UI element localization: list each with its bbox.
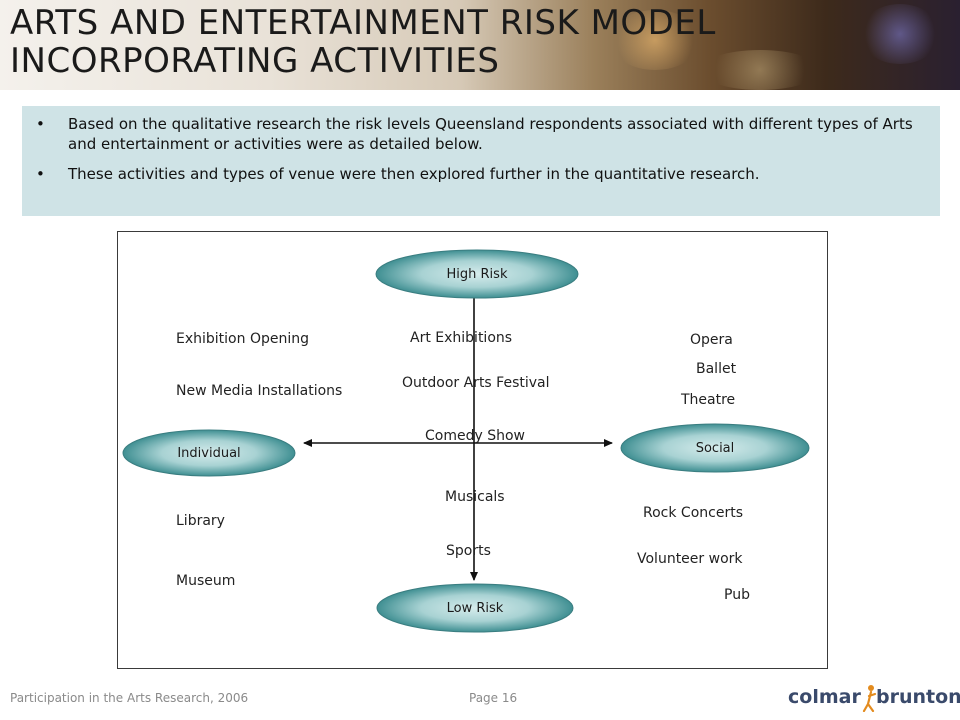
activity-ballet: Ballet xyxy=(696,361,737,377)
title-line-1: ARTS AND ENTERTAINMENT RISK MODEL xyxy=(10,3,716,43)
bullet-text: These activities and types of venue were… xyxy=(68,165,760,183)
banner-light xyxy=(700,50,820,90)
bullet-dot-icon: • xyxy=(36,115,45,133)
bullet-text: Based on the qualitative research the ri… xyxy=(68,115,913,153)
activity-theatre: Theatre xyxy=(681,392,736,408)
activity-sports: Sports xyxy=(446,543,491,559)
high-risk-node xyxy=(375,249,579,299)
logo-word-right: brunton xyxy=(876,686,960,708)
diagram-graphics xyxy=(122,249,810,633)
banner-light xyxy=(610,10,700,70)
low-risk-label: Low Risk xyxy=(446,601,504,616)
bullet-dot-icon: • xyxy=(36,165,45,183)
bullet-item: • These activities and types of venue we… xyxy=(36,164,922,184)
activity-library: Library xyxy=(176,513,225,529)
activity-musicals: Musicals xyxy=(445,489,505,505)
social-node xyxy=(620,423,810,473)
risk-model-diagram: High Risk Low Risk Individual Social Exh… xyxy=(117,231,828,669)
title-line-2: INCORPORATING ACTIVITIES xyxy=(10,41,500,81)
low-risk-node xyxy=(376,583,574,633)
bullet-list: • Based on the qualitative research the … xyxy=(22,106,940,184)
activity-pub: Pub xyxy=(724,587,750,603)
activity-rock-concerts: Rock Concerts xyxy=(643,505,743,521)
header-banner: ARTS AND ENTERTAINMENT RISK MODEL INCORP… xyxy=(0,0,960,90)
activity-opera: Opera xyxy=(690,332,733,348)
activity-volunteer-work: Volunteer work xyxy=(637,551,743,567)
banner-light xyxy=(860,4,940,64)
social-label: Social xyxy=(695,441,735,456)
individual-label: Individual xyxy=(177,446,241,461)
activity-exhibition-opening: Exhibition Opening xyxy=(176,331,309,347)
logo-word-left: colmar xyxy=(788,686,861,708)
footer-source: Participation in the Arts Research, 2006 xyxy=(10,691,249,705)
activity-art-exhibitions: Art Exhibitions xyxy=(410,330,513,346)
bullet-item: • Based on the qualitative research the … xyxy=(36,114,922,154)
logo-figure-icon xyxy=(862,685,877,712)
bullet-box: • Based on the qualitative research the … xyxy=(22,106,940,216)
colmar-brunton-logo: colmar brunton xyxy=(788,684,960,714)
activity-museum: Museum xyxy=(176,573,236,589)
individual-node xyxy=(122,429,296,477)
activity-comedy-show: Comedy Show xyxy=(425,428,525,444)
page-title: ARTS AND ENTERTAINMENT RISK MODEL INCORP… xyxy=(10,4,950,80)
activity-new-media-installations: New Media Installations xyxy=(176,383,343,399)
high-risk-label: High Risk xyxy=(446,267,508,282)
activity-outdoor-arts-festival: Outdoor Arts Festival xyxy=(402,375,550,391)
page-number: Page 16 xyxy=(469,691,518,705)
